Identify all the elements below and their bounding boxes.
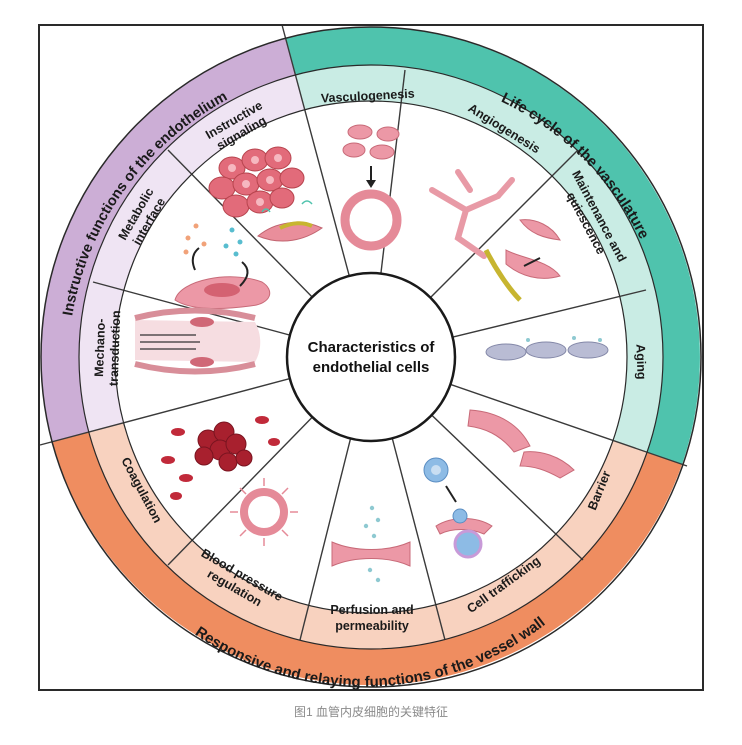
coagulation-clot-illustration (161, 416, 280, 500)
svg-text:Vasculogenesis: Vasculogenesis (321, 87, 415, 106)
center-title-line2: endothelial cells (313, 359, 430, 376)
svg-text:Mechano-: Mechano- (92, 318, 108, 377)
center-circle (285, 271, 457, 443)
center-title-line1: Characteristics of (308, 339, 436, 356)
figure-caption: 图1 血管内皮细胞的关键特征 (293, 705, 448, 719)
label-aging: Aging (633, 344, 648, 380)
blood-pressure-illustration (230, 478, 298, 546)
metabolic-cell-illustration (174, 223, 271, 309)
barrier-illustration (467, 409, 575, 479)
red-cell-cluster-illustration (208, 146, 324, 242)
svg-text:Aging: Aging (633, 344, 648, 380)
cell-trafficking-illustration (423, 457, 493, 559)
aging-cells-illustration (485, 336, 609, 361)
svg-text:permeability: permeability (335, 619, 409, 633)
angiogenesis-illustration (429, 169, 515, 259)
maintenance-illustration (483, 219, 561, 302)
label-perfusion-permeability: Perfusion and permeability (330, 603, 413, 633)
label-mechanotransduction: Mechano- transduction (92, 310, 124, 386)
label-vasculogenesis: Vasculogenesis (321, 87, 415, 106)
svg-text:transduction: transduction (107, 310, 124, 386)
vasculogenesis-illustration (340, 124, 402, 251)
perfusion-illustration (331, 505, 411, 583)
svg-text:Perfusion and: Perfusion and (330, 603, 413, 617)
mechanotransduction-illustration (134, 307, 261, 375)
